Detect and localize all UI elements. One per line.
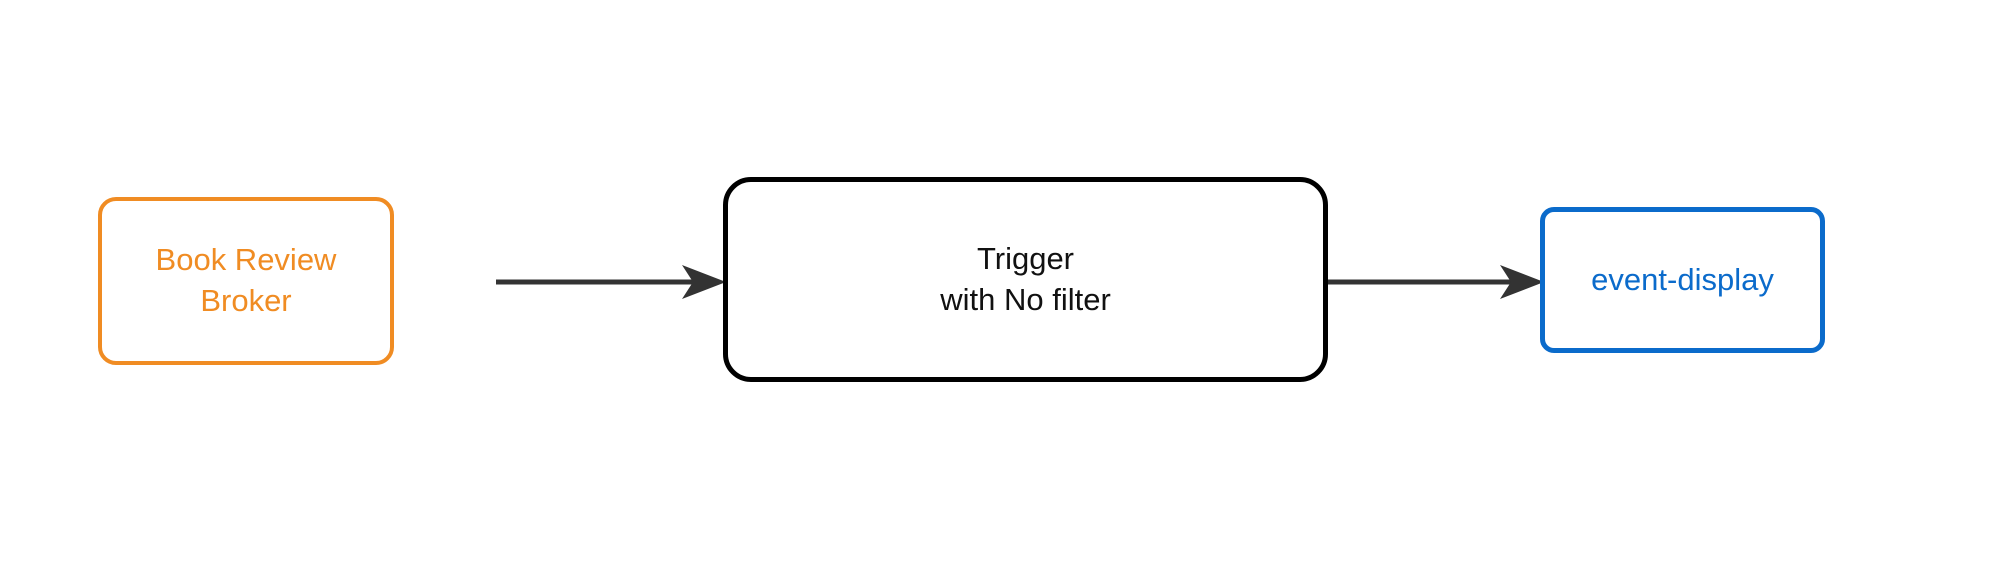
arrow-head xyxy=(682,265,726,299)
arrow-broker-to-trigger-icon xyxy=(496,265,726,299)
node-broker-label: Book Review Broker xyxy=(155,242,337,318)
edge-trigger-to-event-display xyxy=(1328,262,1544,302)
edge-broker-to-trigger xyxy=(496,262,726,302)
node-event-display[interactable]: event-display xyxy=(1540,207,1825,353)
node-event-display-label: event-display xyxy=(1591,261,1774,297)
node-trigger-with-no-filter[interactable]: Trigger with No filter xyxy=(723,177,1328,382)
node-book-review-broker[interactable]: Book Review Broker xyxy=(98,197,394,365)
node-trigger-label: Trigger with No filter xyxy=(940,240,1111,317)
arrow-trigger-to-event-display-icon xyxy=(1328,265,1544,299)
arrow-head xyxy=(1500,265,1544,299)
